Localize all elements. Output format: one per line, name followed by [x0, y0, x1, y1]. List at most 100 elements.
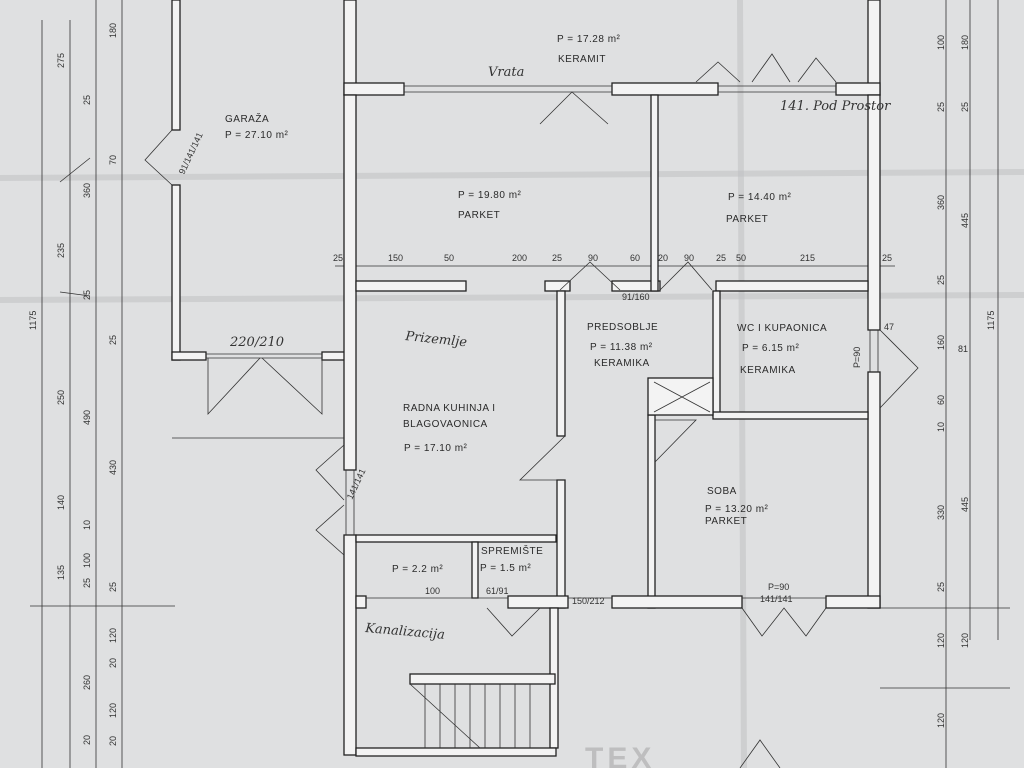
svg-text:215: 215: [800, 253, 815, 263]
walls: [171, 0, 881, 757]
paper-fold: [737, 0, 747, 768]
svg-text:81: 81: [958, 344, 968, 354]
svg-text:445: 445: [960, 497, 970, 512]
room-northeast: P = 14.40 m² PARKET: [726, 192, 792, 225]
svg-text:P = 17.10 m²: P = 17.10 m²: [404, 443, 468, 454]
svg-text:275: 275: [56, 53, 66, 68]
svg-text:KERAMIKA: KERAMIKA: [740, 365, 796, 376]
door-swings: [144, 53, 1010, 768]
svg-text:BLAGOVAONICA: BLAGOVAONICA: [403, 419, 488, 430]
svg-text:60: 60: [630, 253, 640, 263]
svg-text:135: 135: [56, 565, 66, 580]
svg-text:150/212: 150/212: [572, 596, 605, 606]
svg-text:25: 25: [552, 253, 562, 263]
svg-text:WC I KUPAONICA: WC I KUPAONICA: [737, 323, 827, 334]
svg-text:P = 6.15 m²: P = 6.15 m²: [742, 343, 799, 354]
right-dimension-lines: [880, 0, 1010, 768]
svg-text:120: 120: [960, 633, 970, 648]
svg-text:70: 70: [108, 155, 118, 165]
svg-text:1175: 1175: [28, 311, 38, 330]
watermark: TEX: [585, 742, 655, 768]
svg-text:20: 20: [658, 253, 668, 263]
svg-text:91/160: 91/160: [622, 292, 650, 302]
svg-text:141. Pod Prostor: 141. Pod Prostor: [780, 99, 891, 114]
svg-text:180: 180: [108, 23, 118, 38]
svg-text:25: 25: [82, 95, 92, 105]
svg-text:220/210: 220/210: [229, 335, 284, 350]
svg-text:25: 25: [716, 253, 726, 263]
svg-text:20: 20: [82, 735, 92, 745]
svg-text:120: 120: [936, 633, 946, 648]
room-storage: SPREMIŠTE P = 1.5 m²: [480, 544, 543, 574]
svg-text:250: 250: [56, 390, 66, 405]
left-dim-labels: 1175 275 25 360 235 25 25 250 140 135 25…: [28, 23, 118, 746]
paper-fold: [0, 292, 1024, 303]
room-small: P = 2.2 m²: [392, 564, 443, 575]
room-soba: SOBA P = 13.20 m² PARKET: [705, 486, 769, 527]
svg-text:10: 10: [82, 520, 92, 530]
svg-text:141/141: 141/141: [345, 467, 368, 501]
svg-text:360: 360: [936, 195, 946, 210]
svg-text:61/91: 61/91: [486, 586, 509, 596]
svg-text:PARKET: PARKET: [705, 516, 747, 527]
room-wc: WC I KUPAONICA P = 6.15 m² KERAMIKA: [737, 323, 827, 376]
paper-fold: [0, 169, 1024, 181]
room-garage: GARAŽA P = 27.10 m²: [225, 112, 289, 141]
svg-text:100: 100: [82, 553, 92, 568]
svg-text:360: 360: [82, 183, 92, 198]
svg-text:PREDSOBLJE: PREDSOBLJE: [587, 322, 658, 333]
svg-text:60: 60: [936, 395, 946, 405]
svg-text:25: 25: [333, 253, 343, 263]
svg-text:P=90: P=90: [852, 347, 862, 368]
svg-text:330: 330: [936, 505, 946, 520]
svg-text:SPREMIŠTE: SPREMIŠTE: [481, 544, 543, 557]
svg-text:160: 160: [936, 335, 946, 350]
svg-text:445: 445: [960, 213, 970, 228]
svg-text:Vrata: Vrata: [488, 65, 524, 80]
windows: [206, 85, 879, 599]
svg-text:P = 1.5 m²: P = 1.5 m²: [480, 563, 531, 574]
left-dimension-lines: [30, 0, 175, 768]
svg-text:P = 27.10 m²: P = 27.10 m²: [225, 130, 289, 141]
handwritten-notes: Vrata 141. Pod Prostor Prizemlje Kanaliz…: [364, 65, 891, 643]
svg-text:25: 25: [108, 582, 118, 592]
svg-text:P = 14.40 m²: P = 14.40 m²: [728, 192, 792, 203]
svg-text:GARAŽA: GARAŽA: [225, 112, 269, 125]
svg-text:P=90: P=90: [768, 582, 789, 592]
svg-text:141/141: 141/141: [760, 594, 793, 604]
room-living: P = 19.80 m² PARKET: [458, 190, 521, 221]
svg-text:25: 25: [82, 290, 92, 300]
svg-text:120: 120: [108, 628, 118, 643]
svg-text:SOBA: SOBA: [707, 486, 737, 497]
svg-text:P = 2.2 m²: P = 2.2 m²: [392, 564, 443, 575]
svg-text:PARKET: PARKET: [726, 214, 768, 225]
svg-text:25: 25: [936, 582, 946, 592]
svg-text:P = 13.20 m²: P = 13.20 m²: [705, 504, 769, 515]
room-hall: PREDSOBLJE P = 11.38 m² KERAMIKA: [587, 322, 658, 369]
svg-text:430: 430: [108, 460, 118, 475]
svg-text:Kanalizacija: Kanalizacija: [364, 621, 446, 643]
svg-text:PARKET: PARKET: [458, 210, 500, 221]
svg-text:KERAMIT: KERAMIT: [558, 54, 606, 65]
room-kitchen: RADNA KUHINJA I BLAGOVAONICA P = 17.10 m…: [403, 403, 496, 454]
svg-text:91/141/141: 91/141/141: [177, 131, 205, 176]
svg-text:25: 25: [936, 275, 946, 285]
svg-text:P = 11.38 m²: P = 11.38 m²: [590, 342, 653, 353]
room-terrace: P = 17.28 m² KERAMIT: [557, 34, 620, 65]
svg-text:90: 90: [684, 253, 694, 263]
svg-text:120: 120: [108, 703, 118, 718]
svg-text:180: 180: [960, 35, 970, 50]
opening-labels: 220/210 91/141/141 141/141 100 61/91 150…: [177, 131, 968, 606]
svg-text:25: 25: [960, 102, 970, 112]
svg-text:Prizemlje: Prizemlje: [404, 329, 468, 351]
svg-text:20: 20: [108, 736, 118, 746]
svg-text:490: 490: [82, 410, 92, 425]
svg-text:20: 20: [108, 658, 118, 668]
svg-text:25: 25: [82, 578, 92, 588]
svg-text:RADNA KUHINJA I: RADNA KUHINJA I: [403, 403, 496, 414]
svg-text:100: 100: [425, 586, 440, 596]
svg-text:100: 100: [936, 35, 946, 50]
svg-text:1175: 1175: [986, 311, 996, 330]
svg-text:260: 260: [82, 675, 92, 690]
